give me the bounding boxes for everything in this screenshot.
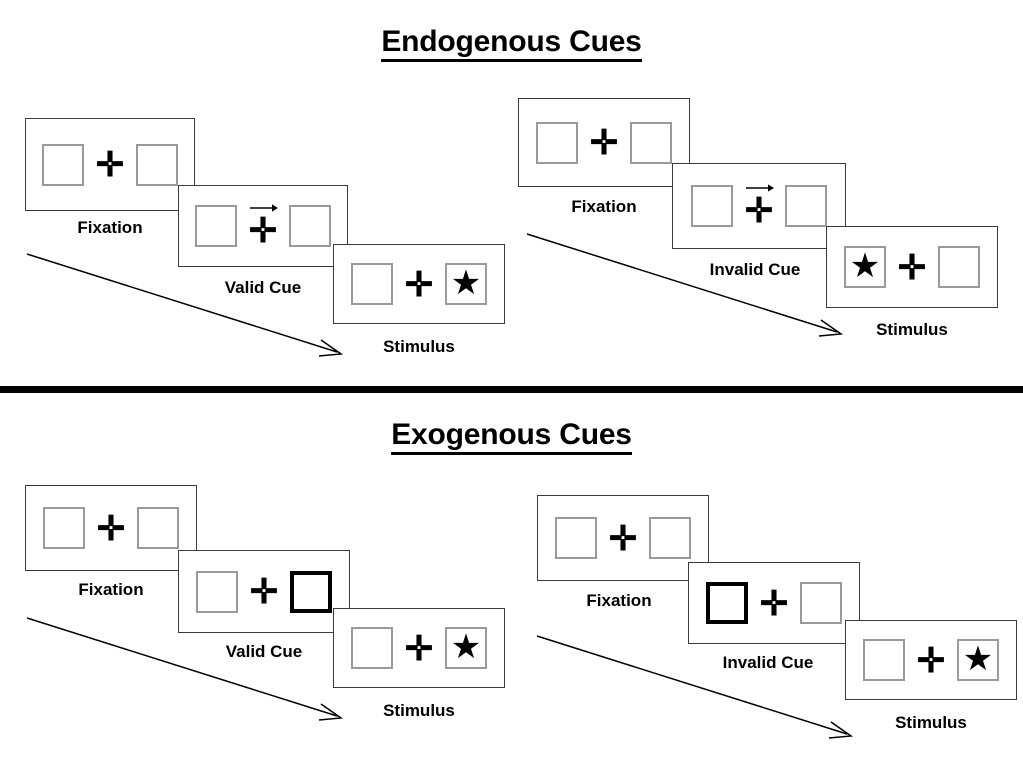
- target-star-icon: ★: [849, 247, 881, 285]
- fixation-cross-icon: ✛: [249, 573, 279, 611]
- fixation-center: ✛: [905, 634, 957, 686]
- box-right-cued: [290, 570, 332, 613]
- target-star-icon: ★: [450, 264, 482, 302]
- box-left-empty: [43, 507, 85, 549]
- panel-endogenous-valid-fixation: ✛: [25, 118, 195, 211]
- box-right-target: ★: [445, 263, 487, 305]
- target-star-icon: ★: [450, 628, 482, 666]
- panel-exogenous-invalid-fixation: ✛: [537, 495, 709, 581]
- section-title-exogenous-text: Exogenous Cues: [391, 418, 632, 455]
- box-left-empty: [351, 627, 393, 669]
- fixation-cross-icon: ✛: [608, 519, 638, 558]
- panel-endogenous-invalid-fixation: ✛: [518, 98, 690, 187]
- caption-endogenous-valid-stimulus: Stimulus: [383, 337, 455, 356]
- fixation-cross-icon: ✛: [916, 641, 946, 680]
- box-right-empty: [800, 582, 842, 624]
- caption-exogenous-invalid-cue: Invalid Cue: [722, 653, 814, 672]
- box-left-empty: [691, 185, 733, 227]
- caption-endogenous-invalid-fixation: Fixation: [571, 197, 637, 216]
- box-right-empty: [938, 246, 980, 288]
- box-right-target: ★: [957, 639, 999, 681]
- caption-endogenous-invalid-stimulus: Stimulus: [876, 320, 948, 339]
- panel-endogenous-valid-cue: ✛: [178, 185, 348, 267]
- panel-endogenous-valid-stimulus: ✛ ★: [333, 244, 505, 324]
- box-left-empty: [351, 263, 393, 305]
- box-right-empty: [289, 205, 331, 247]
- section-title-exogenous: Exogenous Cues: [0, 418, 1023, 455]
- section-divider: [0, 386, 1023, 393]
- panel-exogenous-invalid-cue: ✛: [688, 562, 860, 644]
- caption-exogenous-invalid-fixation: Fixation: [586, 591, 652, 610]
- fixation-cross-icon: ✛: [96, 509, 126, 548]
- fixation-center: ✛: [237, 200, 289, 252]
- caption-exogenous-valid-fixation: Fixation: [78, 580, 144, 599]
- section-title-endogenous: Endogenous Cues: [0, 25, 1023, 62]
- fixation-cross-icon: ✛: [897, 248, 927, 287]
- fixation-center: ✛: [393, 258, 445, 310]
- panel-endogenous-invalid-stimulus: ★ ✛: [826, 226, 998, 308]
- panel-exogenous-valid-cue: ✛: [178, 550, 350, 633]
- box-right-empty: [137, 507, 179, 549]
- fixation-cross-icon: ✛: [759, 584, 789, 623]
- box-left-empty: [555, 517, 597, 559]
- caption-exogenous-valid-cue: Valid Cue: [225, 642, 303, 661]
- box-left-empty: [863, 639, 905, 681]
- box-right-target: ★: [445, 627, 487, 669]
- fixation-center: ✛: [85, 502, 137, 554]
- fixation-cross-icon: ✛: [95, 146, 125, 184]
- fixation-cross-icon: ✛: [744, 192, 774, 230]
- caption-endogenous-valid-fixation: Fixation: [77, 218, 143, 237]
- box-right-empty: [630, 121, 672, 164]
- panel-exogenous-valid-stimulus: ✛ ★: [333, 608, 505, 688]
- target-star-icon: ★: [962, 640, 994, 678]
- box-left-empty: [536, 121, 578, 164]
- cue-arrow-right-icon: [746, 184, 774, 192]
- time-arrow-exogenous-invalid: [536, 635, 854, 739]
- box-left-cued: [706, 582, 748, 624]
- caption-endogenous-invalid-cue: Invalid Cue: [709, 260, 801, 279]
- fixation-cross-icon: ✛: [589, 124, 619, 162]
- fixation-center: ✛: [578, 117, 630, 169]
- fixation-cross-icon: ✛: [248, 212, 278, 250]
- box-left-target: ★: [844, 246, 886, 288]
- box-right-empty: [649, 517, 691, 559]
- box-left-empty: [196, 570, 238, 613]
- fixation-cross-icon: ✛: [404, 265, 434, 304]
- cue-arrow-right-icon: [250, 204, 278, 212]
- box-left-empty: [42, 143, 84, 186]
- fixation-center: ✛: [733, 180, 785, 232]
- panel-exogenous-valid-fixation: ✛: [25, 485, 197, 571]
- fixation-center: ✛: [238, 566, 290, 618]
- fixation-cross-icon: ✛: [404, 629, 434, 668]
- caption-exogenous-invalid-stimulus: Stimulus: [895, 713, 967, 732]
- box-right-empty: [136, 143, 178, 186]
- caption-exogenous-valid-stimulus: Stimulus: [383, 701, 455, 720]
- box-left-empty: [195, 205, 237, 247]
- fixation-center: ✛: [393, 622, 445, 674]
- panel-endogenous-invalid-cue: ✛: [672, 163, 846, 249]
- fixation-center: ✛: [597, 512, 649, 564]
- section-title-endogenous-text: Endogenous Cues: [381, 25, 642, 62]
- fixation-center: ✛: [84, 139, 136, 191]
- fixation-center: ✛: [886, 241, 938, 293]
- panel-exogenous-invalid-stimulus: ✛ ★: [845, 620, 1017, 700]
- fixation-center: ✛: [748, 577, 800, 629]
- caption-endogenous-valid-cue: Valid Cue: [224, 278, 302, 297]
- box-right-empty: [785, 185, 827, 227]
